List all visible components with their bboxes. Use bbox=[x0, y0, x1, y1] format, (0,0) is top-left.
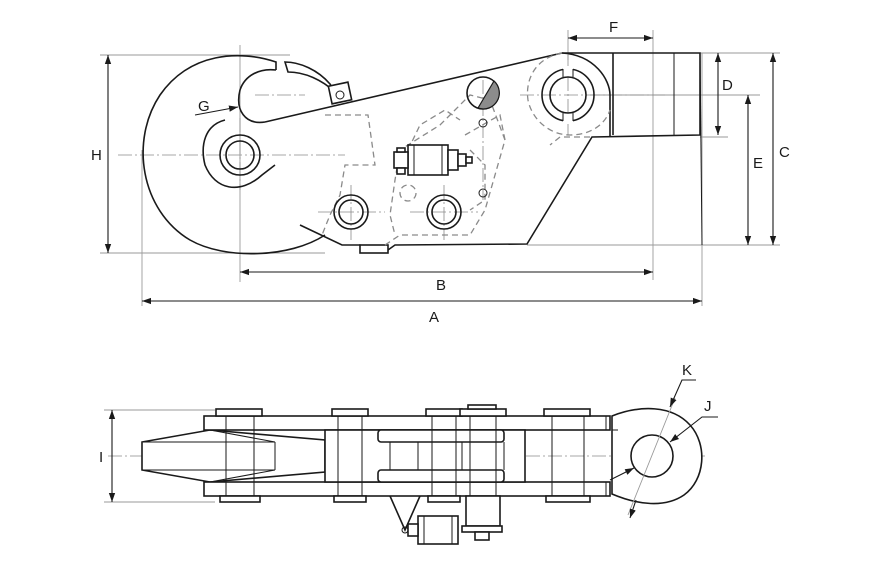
dim-J-leader bbox=[669, 416, 718, 443]
label-D: D bbox=[722, 77, 733, 94]
actuator-top-view bbox=[389, 495, 503, 545]
top-side-plate bbox=[203, 415, 611, 431]
release-pivot bbox=[466, 76, 500, 198]
hook-throat bbox=[238, 68, 277, 124]
label-H: H bbox=[91, 147, 102, 164]
bolt-1 bbox=[215, 408, 263, 503]
label-F: F bbox=[609, 19, 618, 36]
eye-hole bbox=[630, 434, 674, 478]
top-view: K J I bbox=[99, 362, 718, 545]
center-lines bbox=[118, 55, 665, 240]
eye-end-top-view bbox=[611, 407, 703, 505]
dim-G-leader bbox=[194, 105, 239, 116]
dim-K-leader bbox=[669, 379, 696, 408]
hook-pin bbox=[219, 134, 261, 176]
safety-latch bbox=[283, 61, 336, 93]
housing-body bbox=[264, 52, 701, 251]
label-G: G bbox=[198, 98, 210, 115]
latch-pin bbox=[335, 90, 345, 100]
label-E: E bbox=[753, 155, 763, 172]
lower-pin-left bbox=[333, 194, 369, 230]
bottom-side-plate bbox=[203, 481, 611, 497]
label-A: A bbox=[429, 309, 439, 326]
label-B: B bbox=[436, 277, 446, 294]
bottom-lug bbox=[359, 244, 389, 254]
release-actuator bbox=[393, 144, 473, 176]
bolt-2 bbox=[331, 408, 369, 503]
hook-body bbox=[142, 54, 326, 255]
bolt-4 bbox=[459, 404, 507, 496]
bolt-5 bbox=[543, 408, 591, 503]
hook-top-view bbox=[141, 429, 326, 483]
label-I: I bbox=[99, 449, 103, 466]
label-J: J bbox=[704, 398, 712, 415]
label-C: C bbox=[779, 144, 790, 161]
bolt-3 bbox=[425, 408, 463, 503]
eye-pin bbox=[541, 66, 595, 124]
latch-spring-block bbox=[327, 81, 353, 105]
side-view: G H B A F D E C bbox=[91, 19, 790, 326]
lower-pin-right bbox=[426, 194, 462, 230]
label-K: K bbox=[682, 362, 692, 379]
eye-end-boss bbox=[561, 52, 611, 137]
hidden-lines bbox=[321, 52, 611, 246]
